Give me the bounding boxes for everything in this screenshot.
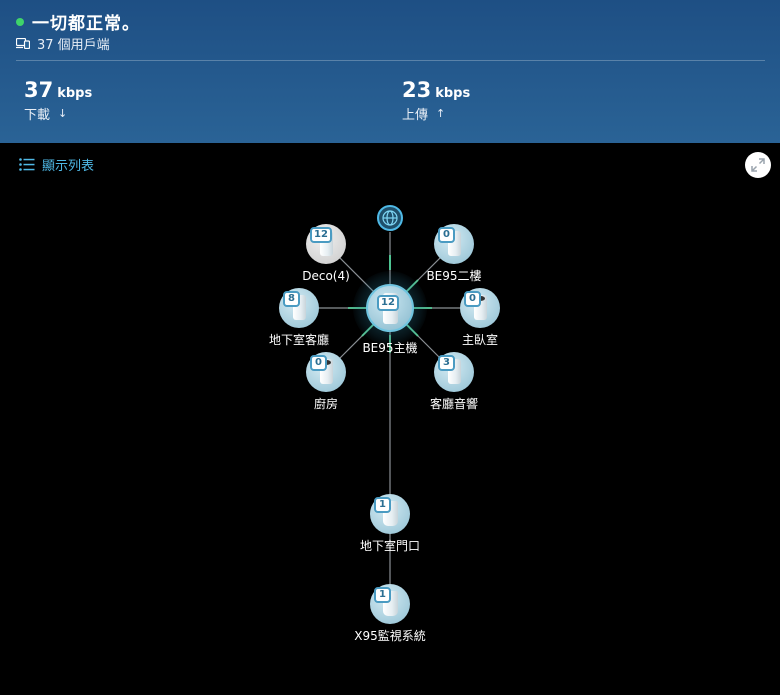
clients-row[interactable]: 37 個用戶端 bbox=[16, 34, 110, 53]
satellite-icon[interactable]: 0 bbox=[460, 288, 500, 328]
satellite-icon[interactable]: 1 bbox=[370, 494, 410, 534]
upload-value: 23 bbox=[402, 78, 432, 102]
upload-unit: kbps bbox=[435, 86, 471, 101]
main-router-icon[interactable]: 12 bbox=[366, 284, 414, 332]
header-divider bbox=[16, 60, 765, 61]
satellite-icon[interactable]: 0 bbox=[434, 224, 474, 264]
show-list-label: 顯示列表 bbox=[42, 159, 95, 174]
satellite-label: 客廳音響 bbox=[429, 397, 478, 411]
network-topology: 12 BE95主機 12 Deco(4) 0 BE95二樓 8 地下室客廳 0 … bbox=[0, 143, 780, 695]
satellite-label: BE95二樓 bbox=[426, 269, 482, 283]
globe-icon bbox=[382, 210, 398, 226]
satellite-icon[interactable]: 12 bbox=[306, 224, 346, 264]
satellite-label: 地下室門口 bbox=[359, 539, 420, 553]
download-label: 下載 bbox=[24, 108, 51, 123]
upload-arrow-icon: ↑ bbox=[436, 107, 446, 120]
client-count-badge: 8 bbox=[283, 291, 300, 307]
show-list-button[interactable]: 顯示列表 bbox=[19, 155, 94, 174]
internet-node[interactable] bbox=[377, 205, 403, 231]
client-count-badge: 12 bbox=[310, 227, 332, 243]
client-count-badge: 3 bbox=[438, 355, 455, 371]
status-ok-indicator bbox=[16, 17, 24, 26]
list-icon bbox=[19, 158, 35, 171]
devices-icon bbox=[16, 38, 30, 49]
client-count-badge: 1 bbox=[374, 587, 391, 603]
client-count-badge: 1 bbox=[374, 497, 391, 513]
download-unit: kbps bbox=[57, 86, 93, 101]
satellite-icon[interactable]: 0 bbox=[306, 352, 346, 392]
satellite-label: Deco(4) bbox=[302, 269, 350, 283]
satellite-icon[interactable]: 1 bbox=[370, 584, 410, 624]
satellite-label: 廚房 bbox=[313, 397, 338, 411]
upload-label: 上傳 bbox=[402, 108, 429, 123]
fullscreen-button[interactable] bbox=[745, 152, 771, 178]
main-router-client-count: 12 bbox=[377, 295, 399, 311]
main-router-label: BE95主機 bbox=[362, 341, 418, 355]
client-count-badge: 0 bbox=[464, 291, 481, 307]
satellite-icon[interactable]: 3 bbox=[434, 352, 474, 392]
download-arrow-icon: ↓ bbox=[58, 107, 68, 120]
client-count-badge: 0 bbox=[438, 227, 455, 243]
satellite-label: 主臥室 bbox=[461, 333, 498, 347]
download-value: 37 bbox=[24, 78, 54, 102]
expand-icon bbox=[751, 158, 765, 172]
satellite-icon[interactable]: 8 bbox=[279, 288, 319, 328]
client-count-badge: 0 bbox=[310, 355, 327, 371]
satellite-label: 地下室客廳 bbox=[268, 333, 329, 347]
status-text: 一切都正常。 bbox=[32, 14, 140, 34]
clients-count: 37 個用戶端 bbox=[37, 38, 110, 53]
status-row: 一切都正常。 bbox=[16, 9, 140, 34]
satellite-label: X95監視系統 bbox=[354, 629, 426, 643]
